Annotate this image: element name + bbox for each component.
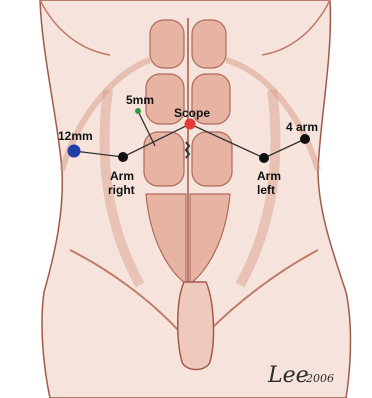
arm-right-marker [118, 152, 128, 162]
label-arm-right-line2: right [108, 183, 135, 197]
label-12mm: 12mm [58, 129, 93, 143]
arm-left-marker [259, 153, 269, 163]
label-5mm: 5mm [126, 93, 154, 107]
port-12mm-marker [68, 145, 81, 158]
port-5mm-marker [135, 108, 141, 114]
label-scope: Scope [174, 106, 210, 120]
label-4-arm: 4 arm [286, 120, 318, 134]
port-4-arm-marker [300, 134, 310, 144]
signature-year: 2006 [305, 372, 334, 385]
label-arm-right-line1: Arm [110, 169, 134, 183]
label-arm-left-line2: left [257, 183, 275, 197]
scope-port-marker [185, 119, 196, 130]
genital-outline [178, 282, 214, 370]
artist-signature: Lee [267, 363, 309, 388]
label-arm-left-line1: Arm [257, 169, 281, 183]
